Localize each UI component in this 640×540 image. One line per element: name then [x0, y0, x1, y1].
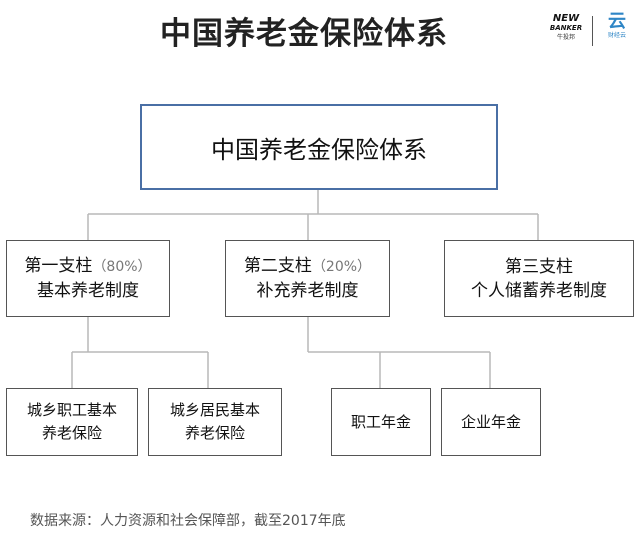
leaf-line: 城乡居民基本: [169, 401, 260, 419]
pillar-node-second: 第二支柱（20%） 补充养老制度: [225, 240, 390, 317]
pillar-subtitle: 基本养老制度: [37, 281, 139, 301]
data-source-note: 数据来源：人力资源和社会保障部，截至2017年底: [30, 513, 346, 529]
logo-caption: 牛投邦: [556, 34, 575, 41]
leaf-line: 城乡职工基本: [26, 401, 117, 419]
newbanker-logo: NEW BANKER 牛投邦: [548, 14, 584, 42]
page-title: 中国养老金保险体系: [160, 16, 448, 52]
caijingyun-logo: 云 财经云: [602, 12, 632, 40]
pillar-name: 第一支柱: [24, 256, 93, 276]
logo-word: BANKER: [549, 24, 583, 32]
logo-divider: [592, 16, 593, 46]
leaf-node-occupational-annuity: 职工年金: [331, 388, 431, 456]
root-node-label: 中国养老金保险体系: [211, 135, 427, 164]
pillar-node-third: 第三支柱 个人储蓄养老制度: [444, 240, 634, 317]
leaf-node-urban-employee: 城乡职工基本 养老保险: [6, 388, 138, 456]
leaf-line: 职工年金: [350, 412, 411, 431]
pillar-name: 第三支柱: [505, 256, 573, 277]
pillar-heading: 第三支柱: [505, 255, 573, 279]
pillar-subtitle: 个人储蓄养老制度: [471, 280, 607, 301]
logo-word: NEW: [552, 13, 580, 24]
pillar-share: （80%）: [92, 259, 152, 275]
pillar-heading: 第二支柱（20%）: [244, 254, 371, 279]
leaf-line: 企业年金: [460, 412, 521, 431]
pillar-node-first: 第一支柱（80%） 基本养老制度: [6, 240, 170, 317]
pillar-name: 第二支柱: [243, 256, 312, 276]
cloud-logo-icon: 云: [608, 11, 626, 32]
pillar-heading: 第一支柱（80%）: [24, 254, 151, 279]
pillar-share: （20%）: [311, 259, 372, 275]
logo-caption: 财经云: [607, 32, 626, 39]
pillar-subtitle: 补充养老制度: [256, 281, 359, 301]
leaf-node-enterprise-annuity: 企业年金: [441, 388, 541, 456]
leaf-node-urban-resident: 城乡居民基本 养老保险: [148, 388, 282, 456]
root-node: 中国养老金保险体系: [140, 104, 498, 190]
leaf-line: 养老保险: [41, 424, 102, 442]
leaf-line: 养老保险: [184, 424, 245, 442]
